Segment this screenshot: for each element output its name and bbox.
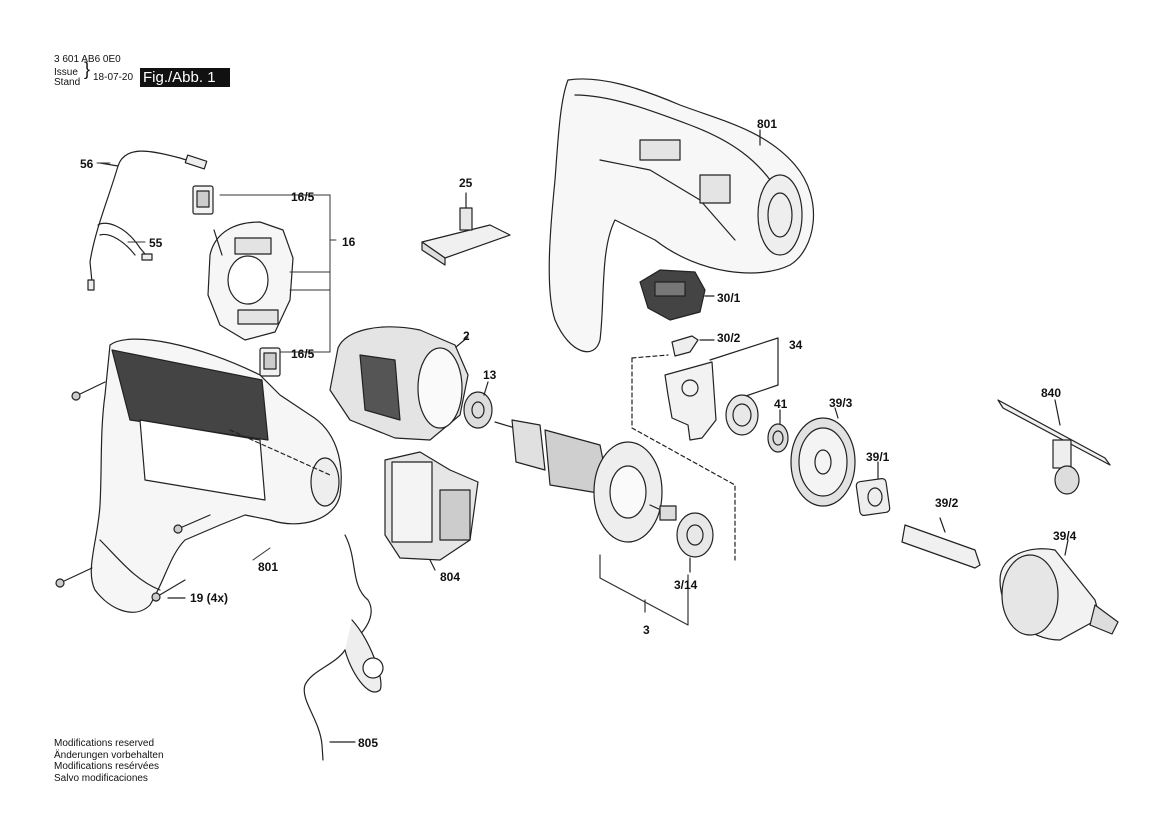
callout-39-1: 39/1 — [866, 450, 890, 464]
footer-line-3: Modifications resérvées — [54, 761, 160, 772]
stator-2 — [330, 327, 468, 440]
leader-stubs — [96, 162, 271, 561]
callout-805: 805 — [358, 736, 379, 750]
callout-56: 56 — [80, 157, 94, 171]
gear-41 — [726, 395, 758, 435]
callout-13: 13 — [483, 368, 497, 382]
callout-2: 2 — [463, 329, 470, 343]
brace-glyph: } — [84, 59, 91, 79]
cable-55 — [98, 223, 152, 260]
spring-41 — [768, 410, 788, 452]
callout-34: 34 — [789, 338, 803, 352]
switch-30-1 — [640, 270, 714, 320]
chuck-key-840 — [998, 400, 1110, 494]
ball-bearing-3-14 — [677, 513, 713, 572]
footer-notes: Modifications reserved Änderungen vorbeh… — [54, 738, 164, 784]
callout-840: 840 — [1041, 386, 1062, 400]
callout-19: 19 (4x) — [190, 591, 229, 605]
brush-holder-16 — [208, 222, 293, 340]
callout-30-2: 30/2 — [717, 331, 741, 345]
bracket-34 — [632, 338, 778, 560]
bearing-39-1 — [856, 462, 890, 516]
housing-half-801-top — [549, 79, 813, 352]
callout-3: 3 — [643, 623, 650, 637]
carbon-brush-16-5-top — [193, 186, 213, 214]
screw-19-b — [174, 515, 210, 533]
screw-19-a — [72, 382, 105, 400]
pinion-13 — [464, 382, 492, 428]
stand-label: Stand — [54, 77, 81, 88]
clip-30-2 — [672, 336, 714, 356]
callout-16-5-bottom: 16/5 — [291, 347, 315, 361]
footer-line-1: Modifications reserved — [54, 738, 155, 749]
callout-16-5-top: 16/5 — [291, 190, 315, 204]
callout-804: 804 — [440, 570, 461, 584]
switch-slide-25 — [422, 193, 510, 265]
callout-801-top: 801 — [757, 117, 778, 131]
leader-16-group — [219, 194, 337, 353]
spindle-39-2 — [902, 518, 980, 568]
callout-16: 16 — [342, 235, 356, 249]
figure-label: Fig./Abb. 1 — [140, 68, 230, 87]
housing-801-bottom — [91, 339, 341, 612]
issue-label: Issue — [54, 67, 78, 78]
callout-55: 55 — [149, 236, 163, 250]
callout-801-bottom: 801 — [258, 560, 279, 574]
callout-39-2: 39/2 — [935, 496, 959, 510]
cable-805 — [304, 535, 383, 760]
callout-3-14: 3/14 — [674, 578, 698, 592]
part-number: 3 601 AB6 0E0 — [54, 54, 121, 65]
callout-39-3: 39/3 — [829, 396, 853, 410]
cable-56 — [88, 151, 207, 290]
issue-date: 18-07-20 — [93, 72, 134, 83]
footer-line-4: Salvo modificaciones — [54, 772, 148, 784]
screw-19-d — [152, 580, 185, 601]
armature-3 — [495, 420, 688, 625]
screw-19-c — [56, 568, 92, 587]
drill-chuck-39-4 — [1000, 540, 1118, 640]
footer-line-2: Änderungen vorbehalten — [54, 749, 164, 761]
gear-39-3 — [791, 408, 855, 506]
callout-30-1: 30/1 — [717, 291, 741, 305]
callout-39-4: 39/4 — [1053, 529, 1077, 543]
carbon-brush-16-5-bottom — [260, 348, 280, 376]
callout-25: 25 — [459, 176, 473, 190]
switch-module-804 — [385, 452, 478, 570]
callout-41: 41 — [774, 397, 788, 411]
